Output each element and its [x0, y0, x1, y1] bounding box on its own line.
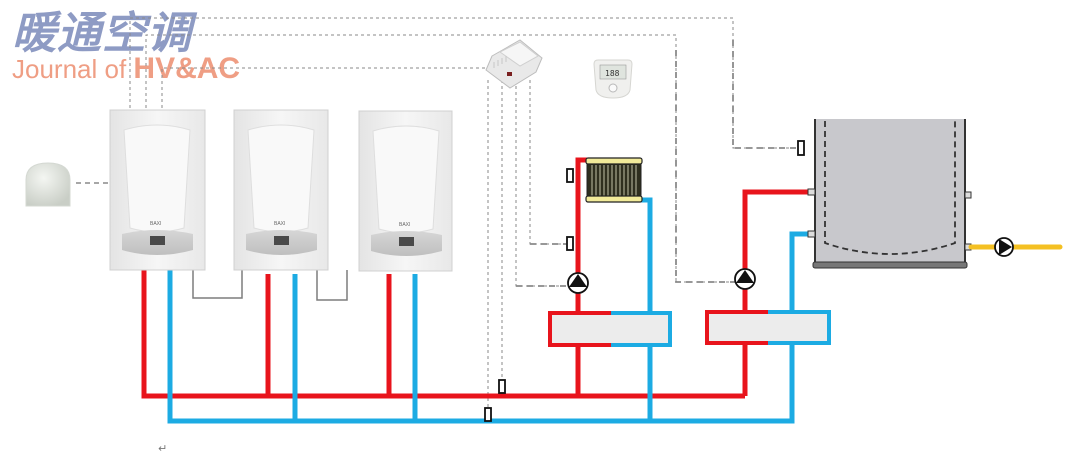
- pump-arrow-right-icon: [999, 239, 1012, 255]
- exchanger-body: [550, 313, 670, 345]
- radiator-supply-sensor[interactable]: [566, 236, 574, 251]
- tank-port-supply: [807, 188, 816, 196]
- radiator-top-header: [585, 157, 643, 165]
- tank-circuit-pump[interactable]: [734, 268, 756, 290]
- paragraph-mark: ↵: [158, 442, 167, 455]
- supply-header: [141, 270, 745, 399]
- hot-water-tank[interactable]: [807, 119, 972, 269]
- radiator-fins: [591, 165, 637, 197]
- boiler-display: [274, 236, 289, 245]
- control-line-controller: [161, 67, 490, 108]
- return-pipes: [167, 197, 808, 424]
- supply-tank-circuit: [742, 189, 808, 396]
- boiler-display: [150, 236, 165, 245]
- controller-led: [507, 72, 512, 76]
- radiator-circuit-pump[interactable]: [567, 272, 589, 294]
- room-thermostat[interactable]: 188: [593, 59, 633, 99]
- boiler-link-2-3: [316, 270, 348, 301]
- pump-arrow-up-icon: [569, 274, 587, 287]
- tank-base: [812, 261, 968, 269]
- boiler-brand: BAXI: [150, 221, 161, 227]
- boiler-brand: BAXI: [399, 222, 410, 228]
- exchanger-body: [707, 312, 829, 343]
- tank-port-right: [964, 191, 972, 199]
- tank-circuit-exchanger[interactable]: [705, 310, 831, 345]
- watermark-english-bold: HV&AC: [133, 52, 240, 85]
- radiator-circuit-exchanger[interactable]: [548, 311, 672, 347]
- exchanger-return-side: [611, 311, 672, 347]
- boiler-display: [399, 237, 414, 246]
- control-line-radiator-sensor: [529, 80, 570, 245]
- thermostat-screen: [599, 64, 627, 80]
- boiler-brand: BAXI: [274, 221, 285, 227]
- radiator[interactable]: [585, 157, 643, 203]
- boiler-link-1-2: [192, 268, 243, 299]
- control-line-tank-sensor-drop: [732, 40, 798, 149]
- cascade-controller[interactable]: [485, 39, 543, 89]
- header-return-sensor[interactable]: [484, 407, 492, 422]
- radiator-body: [586, 163, 642, 199]
- pump-arrow-up-icon: [736, 270, 754, 283]
- boiler-link-wiring: [192, 268, 348, 301]
- control-line-radiator-pump: [515, 80, 575, 287]
- exchanger-supply-side: [548, 311, 611, 347]
- controller-top-terminal: [499, 41, 539, 67]
- radiator-supply-sensor-upper[interactable]: [566, 168, 574, 183]
- journal-watermark: 暖通空调 Journal of HV&AC: [12, 8, 240, 85]
- boiler-2[interactable]: BAXI: [233, 109, 329, 271]
- controller-terminal-teeth: [493, 56, 507, 68]
- return-header: [167, 231, 808, 424]
- boiler-front-cover: [247, 124, 315, 233]
- tank-temperature-sensor[interactable]: [797, 140, 805, 156]
- watermark-english-title: Journal of HV&AC: [12, 52, 240, 85]
- radiator-bottom-header: [585, 195, 643, 203]
- watermark-chinese-title: 暖通空调: [12, 8, 198, 59]
- outdoor-sensor-dome: [25, 162, 71, 207]
- control-line-tank-sensor: [129, 17, 800, 149]
- tank-shell: [814, 119, 966, 263]
- tank-port-return: [807, 230, 816, 238]
- watermark-english-prefix: Journal of: [12, 54, 133, 84]
- exchanger-supply-side: [705, 310, 768, 345]
- thermostat-readout: 188: [605, 69, 620, 78]
- boiler-1[interactable]: BAXI: [109, 109, 206, 271]
- control-line-tank-pump-drop: [675, 50, 736, 283]
- return-radiator-circuit: [640, 197, 653, 421]
- control-wiring-heavy: [516, 40, 798, 287]
- header-supply-sensor[interactable]: [498, 379, 506, 394]
- boiler-3[interactable]: BAXI: [358, 110, 453, 272]
- temperature-sensors: [484, 140, 805, 422]
- outdoor-sensor[interactable]: [25, 162, 71, 207]
- dhw-pump[interactable]: [994, 237, 1014, 257]
- boiler-front-cover: [372, 125, 440, 234]
- thermostat-knob[interactable]: [608, 83, 618, 93]
- boiler-front-cover: [123, 124, 191, 233]
- exchanger-return-side: [768, 310, 831, 345]
